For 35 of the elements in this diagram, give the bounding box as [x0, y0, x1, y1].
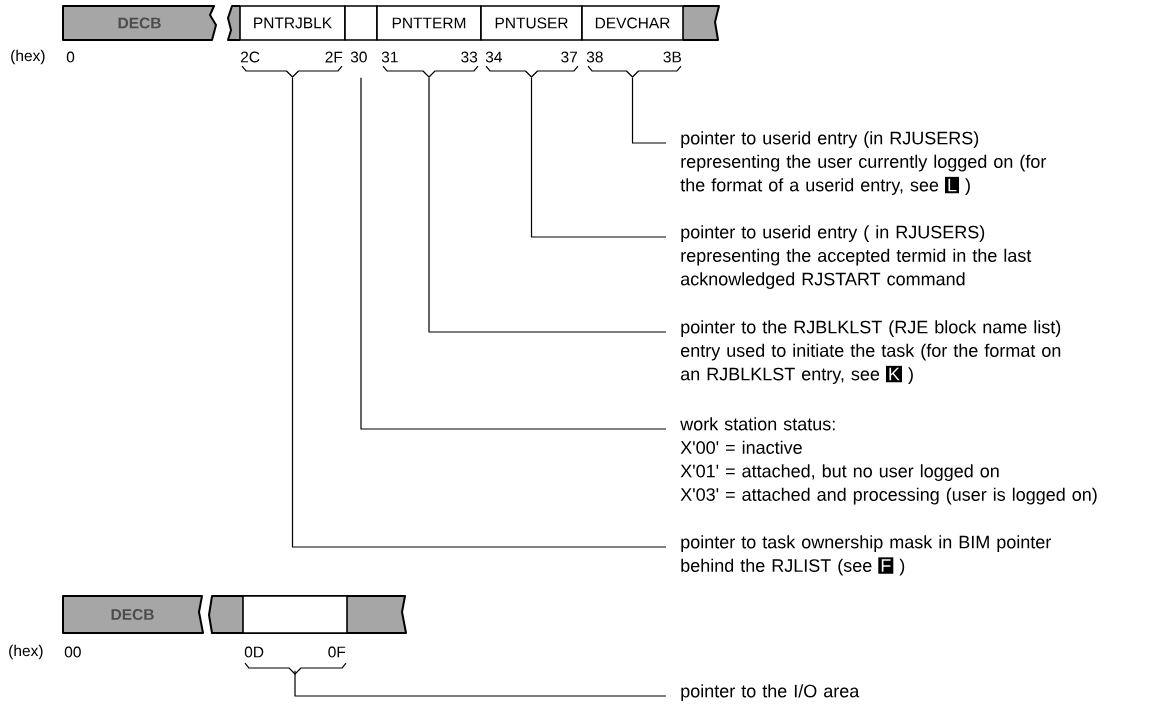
offset-label: (hex): [9, 644, 43, 660]
leader-line: [294, 670, 667, 697]
offset-label: 37: [561, 51, 578, 63]
shaded-block: DECB: [62, 5, 217, 41]
status-line: X'01' = attached, but no user logged on: [680, 464, 999, 481]
field-box: [344, 5, 378, 41]
description-text: pointer to userid entry ( in RJUSERS) representing the accepted termid in the last acknowledged RJSTART command: [681, 225, 1032, 289]
description-text: pointer to the I/O area: [681, 684, 860, 701]
offset-label: 2C: [241, 51, 260, 63]
field-box: DEVCHAR: [581, 5, 684, 41]
offset-label: 30: [350, 51, 367, 63]
offset-label: 31: [381, 51, 398, 63]
field-box: [242, 595, 348, 634]
leader-line: [428, 77, 667, 333]
reference-badge: K: [885, 365, 902, 383]
offset-label: 34: [485, 51, 502, 63]
description-text: pointer to userid entry (in RJUSERS) representing the user currently logged on (for the format of a userid entry, see L ): [680, 131, 1047, 195]
leader-line: [631, 77, 667, 144]
offset-label: (hex): [11, 49, 45, 65]
status-line: X'00' = inactive: [680, 440, 802, 454]
description-text: pointer to the RJBLKLST (RJE block name list) entry used to initiate the task (for the format on an RJBLKLST entry, see K ): [681, 320, 1061, 384]
offset-label: 2F: [325, 51, 343, 63]
reference-badge: F: [878, 557, 894, 574]
reference-badge: L: [945, 176, 959, 194]
status-line: X'03' = attached and processing (user is logged on): [680, 487, 1097, 505]
offset-label: 33: [461, 51, 478, 63]
status-line: work station status:: [680, 417, 835, 431]
leader-line: [530, 77, 667, 238]
offset-label: 38: [586, 51, 603, 63]
shaded-block: DECB: [62, 595, 204, 634]
description-text: pointer to task ownership mask in BIM pointer behind the RJLIST (see F ): [681, 535, 1051, 576]
field-box: PNTUSER: [480, 5, 583, 41]
offset-label: 0D: [244, 646, 264, 658]
leader-line: [291, 77, 667, 548]
leader-line: [360, 77, 667, 430]
